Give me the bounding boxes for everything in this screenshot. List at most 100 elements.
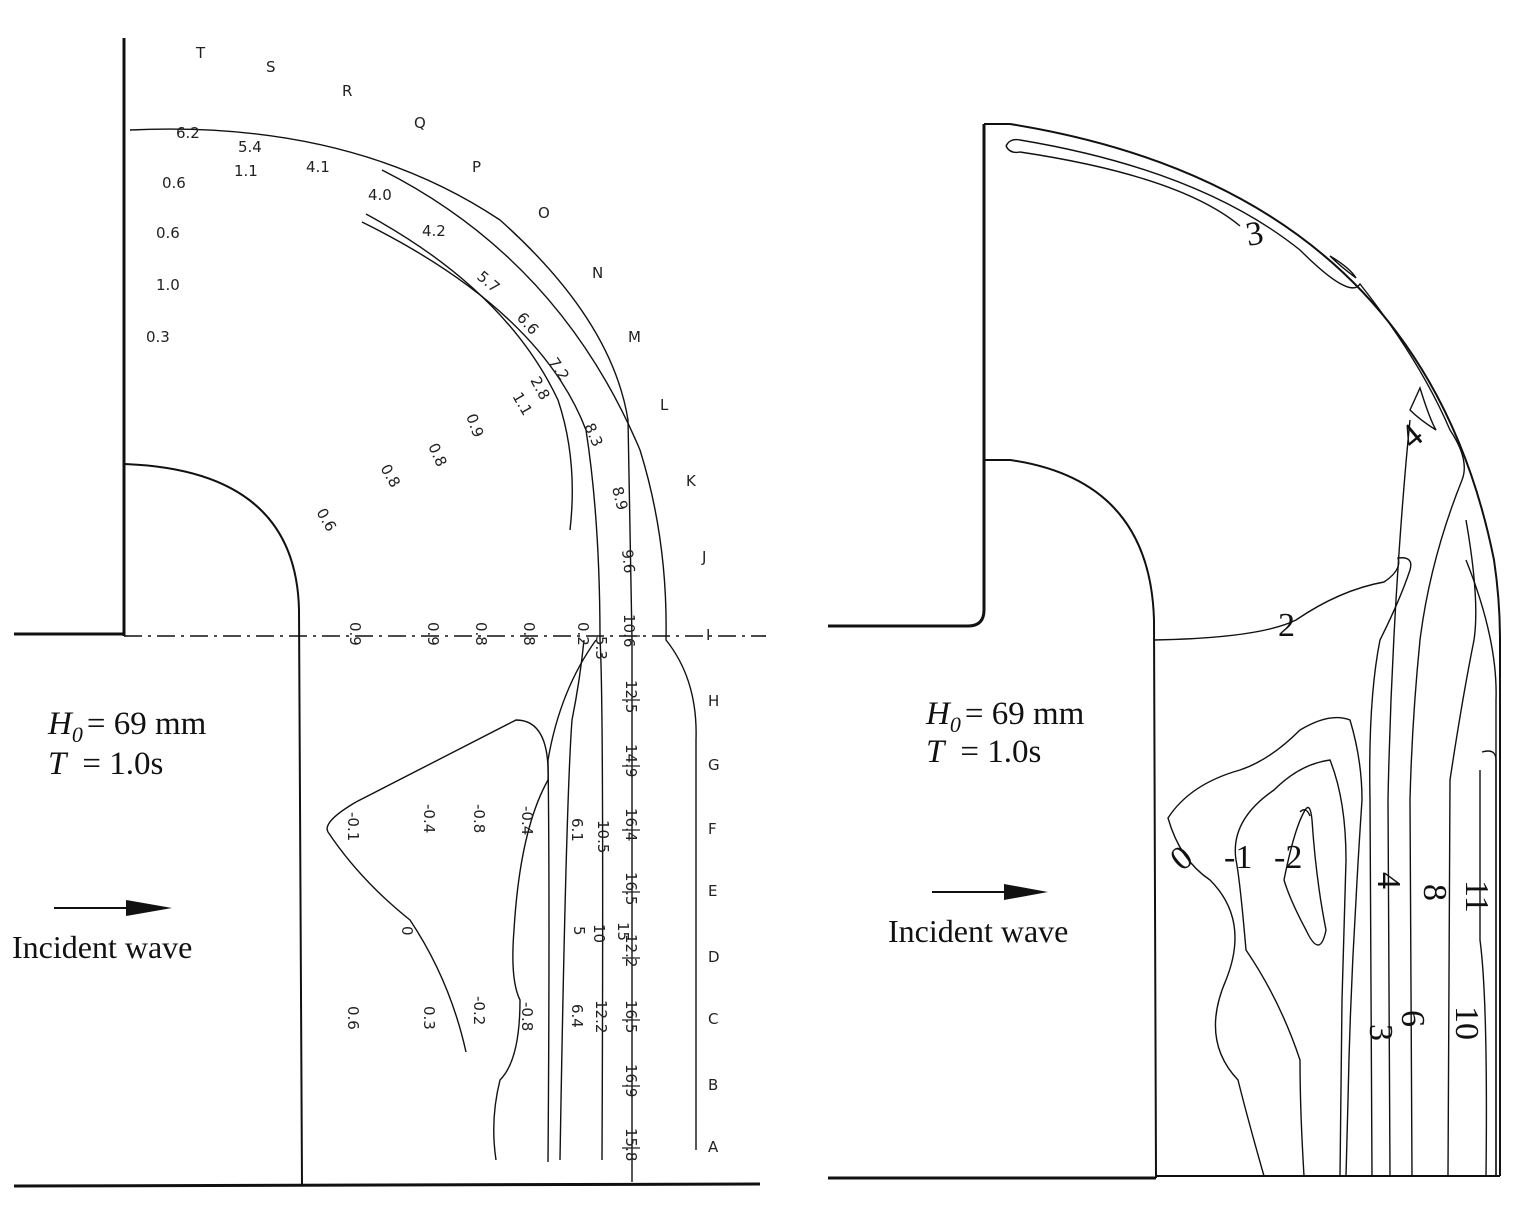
- value-arc-inner: 1.1: [509, 389, 537, 419]
- right-contour-0: [1167, 716, 1363, 1177]
- value-arc-inner: 1.1: [234, 162, 258, 180]
- value-col-outer: 16.5: [622, 1000, 640, 1033]
- right-contour-neg2: [1283, 806, 1327, 946]
- left-info: H0= 69 mm T= 1.0s Incident wave: [12, 706, 207, 965]
- right-incident-wave-label: Incident wave: [888, 913, 1068, 949]
- value-row-i: 5.3: [592, 636, 610, 660]
- value-row-f: -0.1: [344, 812, 362, 841]
- value-row-d: 10: [590, 924, 608, 943]
- value-row-f: -0.4: [420, 804, 438, 833]
- value-row-i: 0.9: [346, 622, 364, 646]
- value-upper-diag: 0.9: [462, 411, 487, 440]
- value-upper-left: 1.0: [156, 276, 180, 294]
- section-letter: J: [701, 548, 706, 566]
- contour-label: 6: [1394, 1010, 1431, 1027]
- section-letter: K: [686, 472, 697, 490]
- value-upper-diag: 0.6: [313, 505, 341, 535]
- section-letter: Q: [414, 114, 426, 132]
- section-letter: H: [708, 692, 719, 710]
- value-col-outer: 16.5: [622, 872, 640, 905]
- right-outer-boundary: [984, 123, 1501, 1176]
- value-arc-outer: 4.0: [368, 186, 392, 204]
- contour-label: 3: [1362, 1024, 1399, 1041]
- section-letter: L: [660, 396, 669, 414]
- left-roundhead: [123, 463, 303, 1187]
- right-contour-10-11: [1479, 750, 1497, 1177]
- section-letter: N: [592, 264, 603, 282]
- value-row-c: -0.8: [518, 1002, 536, 1031]
- section-letter: B: [708, 1076, 718, 1094]
- value-row-c: 6.4: [568, 1004, 586, 1028]
- value-row-d: 5: [570, 926, 588, 936]
- left-contour-lines: [129, 128, 697, 1182]
- section-letter: S: [266, 58, 276, 76]
- value-row-i: 0.9: [424, 622, 442, 646]
- value-arc-outer: 6.6: [513, 309, 542, 339]
- section-letter: E: [708, 882, 717, 900]
- contour-label: -1: [1224, 839, 1252, 876]
- left-contour-0-2: [547, 639, 597, 1163]
- contour-label: 0: [1163, 839, 1200, 878]
- right-roundhead: [984, 459, 1157, 1179]
- value-col-outer: 16.9: [622, 1064, 640, 1097]
- left-contour-inner-a: [365, 213, 573, 531]
- value-arc-outer: 4.2: [422, 222, 446, 240]
- value-row-f: -0.4: [518, 806, 536, 835]
- right-upper-wall: [828, 124, 986, 628]
- left-wave-period: T= 1.0s: [48, 746, 163, 782]
- value-row-i: 0.8: [520, 622, 538, 646]
- value-row-f: -0.8: [470, 804, 488, 833]
- left-arrow-icon: [54, 900, 172, 916]
- left-contour-neg: [355, 719, 549, 1161]
- section-letter: A: [708, 1138, 719, 1156]
- section-letter: R: [342, 82, 352, 100]
- value-arc-outer: 7.2: [545, 354, 573, 384]
- contour-label: 11: [1458, 880, 1495, 913]
- value-row-f: 10.5: [594, 820, 612, 853]
- value-arc-outer: 6.2: [176, 124, 200, 142]
- left-wave-height: H0= 69 mm: [47, 706, 207, 747]
- value-arc-outer: 8.9: [608, 485, 631, 513]
- value-row-c: 0.3: [420, 1006, 438, 1030]
- left-panel: T S R Q P O N M L K J I H G F E D C B A …: [12, 38, 766, 1188]
- contour-label: 10: [1448, 1006, 1485, 1040]
- section-letter: I: [706, 626, 710, 644]
- contour-label: 4: [1370, 872, 1407, 889]
- value-arc-outer: 5.4: [238, 138, 262, 156]
- left-contour-outer-arc: [129, 128, 633, 1182]
- right-contour-labels: 3 4 2 0 -1 -2 4 8 11 6 3 10: [1163, 214, 1495, 1041]
- left-contour-inner-b: [361, 221, 604, 1161]
- right-contour-3: [1005, 138, 1465, 1177]
- section-letter: C: [708, 1010, 718, 1028]
- left-bottom-wall: [13, 1182, 761, 1188]
- value-upper-diag: 0.8: [424, 440, 450, 469]
- section-letter: P: [472, 158, 481, 176]
- section-letter: O: [538, 204, 550, 222]
- contour-label: 3: [1243, 214, 1266, 253]
- left-ticks: [622, 635, 640, 1149]
- value-upper-diag: 0.8: [377, 461, 405, 491]
- right-wave-period: T= 1.0s: [926, 734, 1041, 770]
- value-row-c: -0.2: [470, 996, 488, 1025]
- right-wave-height: H0= 69 mm: [925, 696, 1085, 737]
- value-arc-outer: 4.1: [306, 158, 330, 176]
- right-structure: [828, 123, 1501, 1180]
- value-col-outer: 12.2: [622, 934, 640, 967]
- right-info: H0= 69 mm T= 1.0s Incident wave: [888, 696, 1085, 949]
- right-arrow-icon: [932, 884, 1048, 900]
- right-contour-4: [1387, 386, 1437, 1177]
- value-upper-left: 0.3: [146, 328, 170, 346]
- value-row-d: 15: [614, 922, 632, 941]
- value-row-d: 0: [398, 926, 416, 936]
- left-section-ticks: [622, 635, 640, 1149]
- value-row-i: 0.2: [574, 622, 592, 646]
- value-upper-left: 0.6: [162, 174, 186, 192]
- value-col-outer: 16.4: [622, 808, 640, 841]
- contour-label: 8: [1416, 884, 1453, 901]
- right-contour-neg1: [1234, 759, 1347, 1177]
- left-measured-values: 6.2 5.4 4.1 4.0 4.2 5.7 6.6 7.2 8.3 8.9 …: [146, 124, 640, 1161]
- left-contour-5: [559, 639, 585, 1161]
- value-upper-left: 0.6: [156, 224, 180, 242]
- left-structure: [13, 38, 766, 1188]
